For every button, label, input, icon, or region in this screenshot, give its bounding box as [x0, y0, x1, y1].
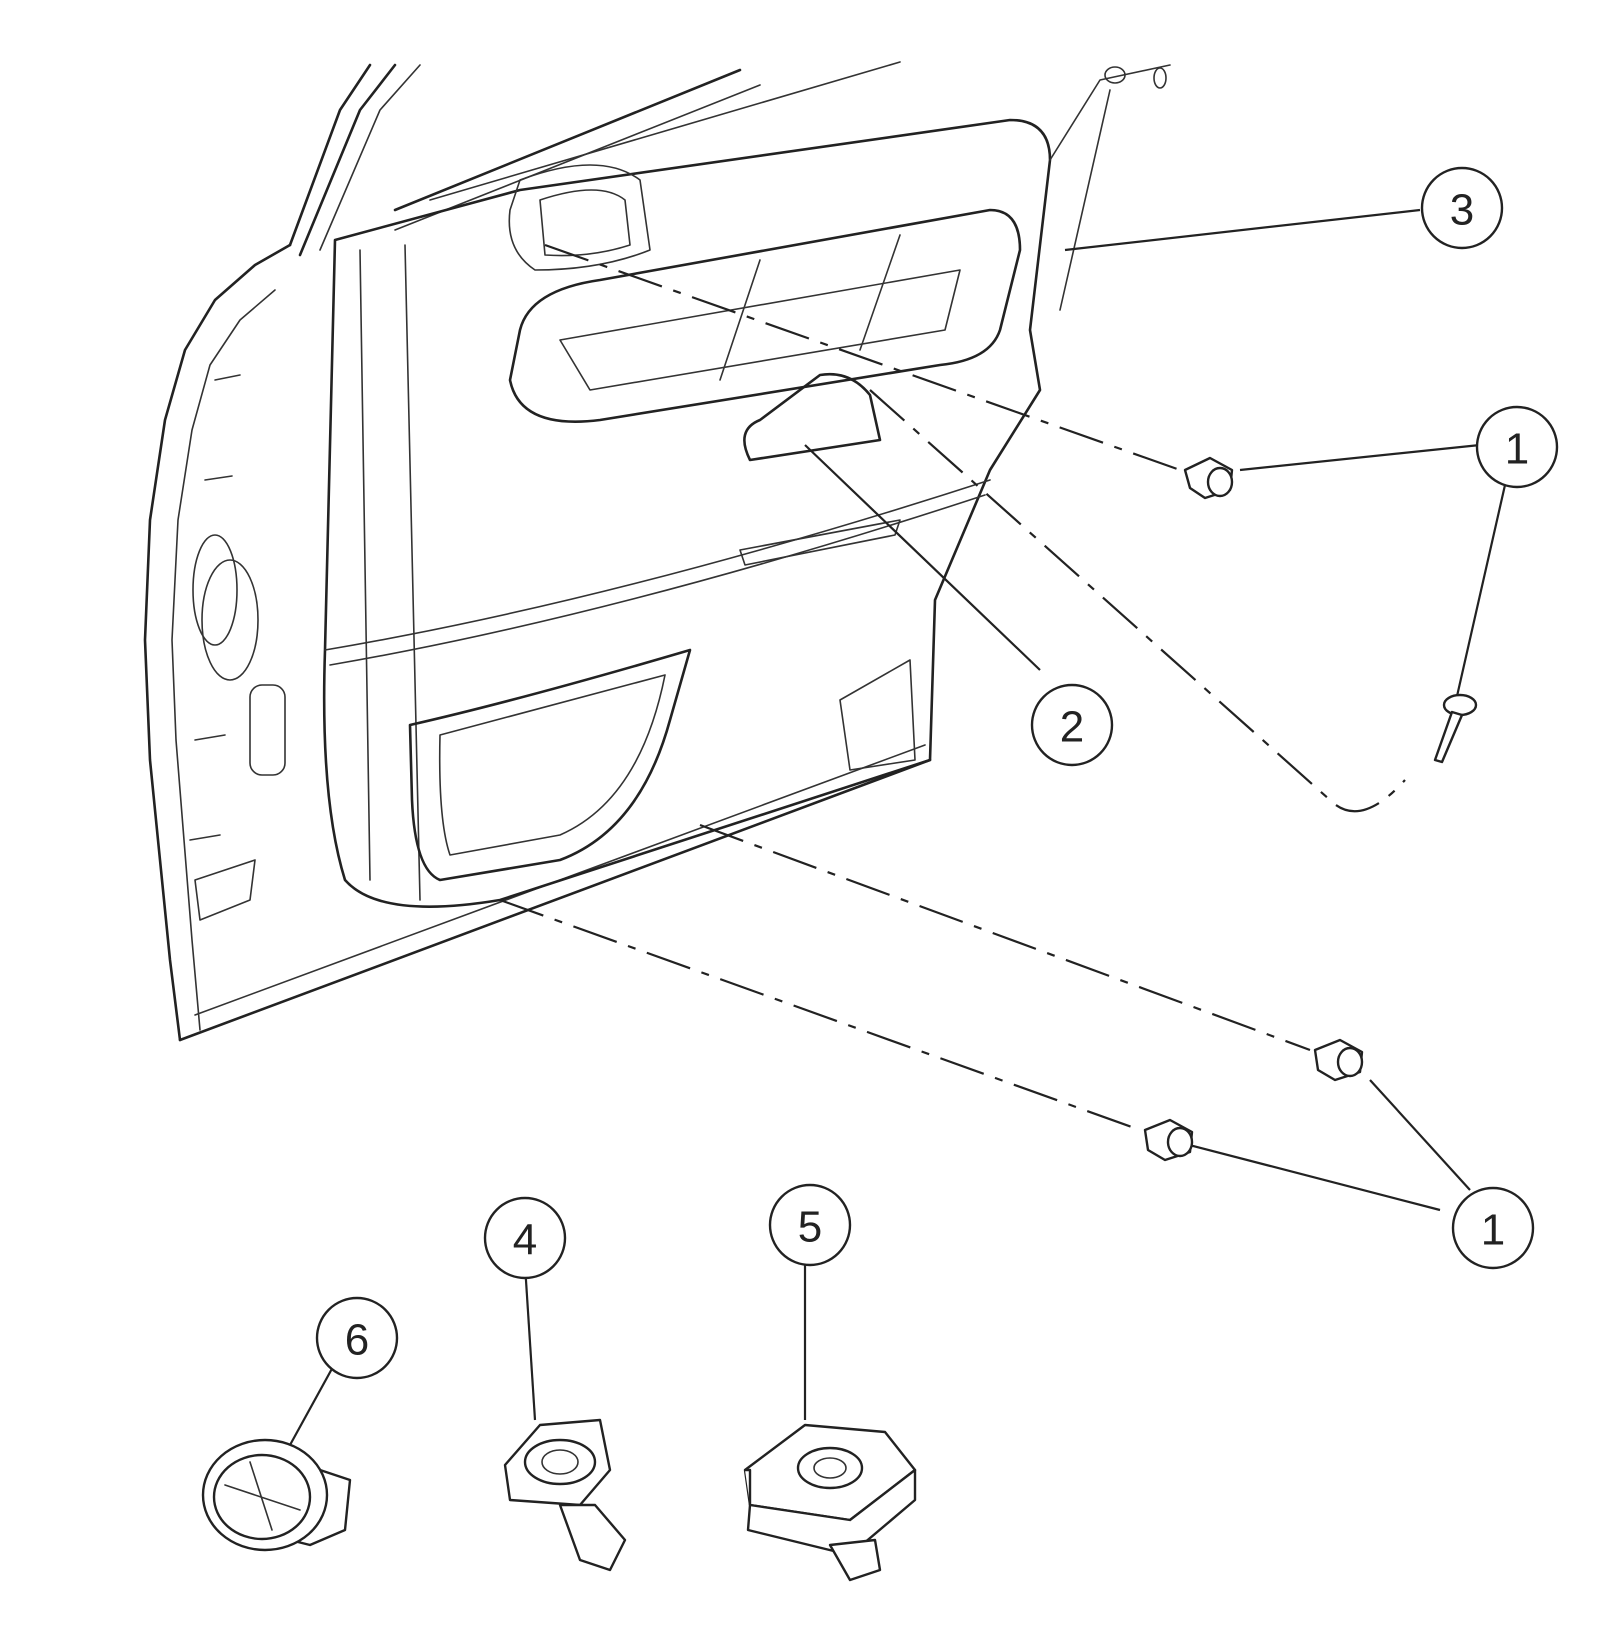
callout-2-label: 2 — [1060, 703, 1084, 752]
clip-upper-icon — [1183, 456, 1234, 500]
callout-1-upper-label: 1 — [1505, 425, 1529, 474]
callout-4: 4 — [483, 1196, 567, 1280]
retainer-clip-icon — [503, 1418, 627, 1572]
door-trim-panel — [322, 64, 1171, 908]
assembly-line-right-clip — [699, 823, 1311, 1052]
assembly-lines — [499, 243, 1406, 1132]
callout-3: 3 — [1420, 166, 1504, 250]
square-nut-clip-icon — [743, 1423, 917, 1582]
push-pin-fastener-icon — [201, 1438, 352, 1552]
assembly-line-upper-clip — [544, 243, 1181, 472]
callout-6: 6 — [315, 1296, 399, 1380]
callout-6-label: 6 — [345, 1316, 369, 1365]
callout-3-label: 3 — [1450, 186, 1474, 235]
callout-4-label: 4 — [513, 1216, 537, 1265]
door-frame — [143, 61, 932, 1042]
callout-1-lower: 1 — [1451, 1186, 1535, 1270]
callout-5-label: 5 — [798, 1203, 822, 1252]
leader-lines — [289, 208, 1507, 1446]
clip-right-icon — [1313, 1038, 1364, 1082]
callout-1-upper: 1 — [1475, 405, 1559, 489]
callout-1-lower-label: 1 — [1481, 1206, 1505, 1255]
callout-2: 2 — [1030, 683, 1114, 767]
clip-lower-icon — [1143, 1118, 1194, 1162]
assembly-line-lower-clip — [499, 898, 1141, 1132]
assembly-line-screw — [869, 389, 1406, 813]
callout-5: 5 — [768, 1183, 852, 1267]
screw-icon — [1433, 693, 1478, 764]
